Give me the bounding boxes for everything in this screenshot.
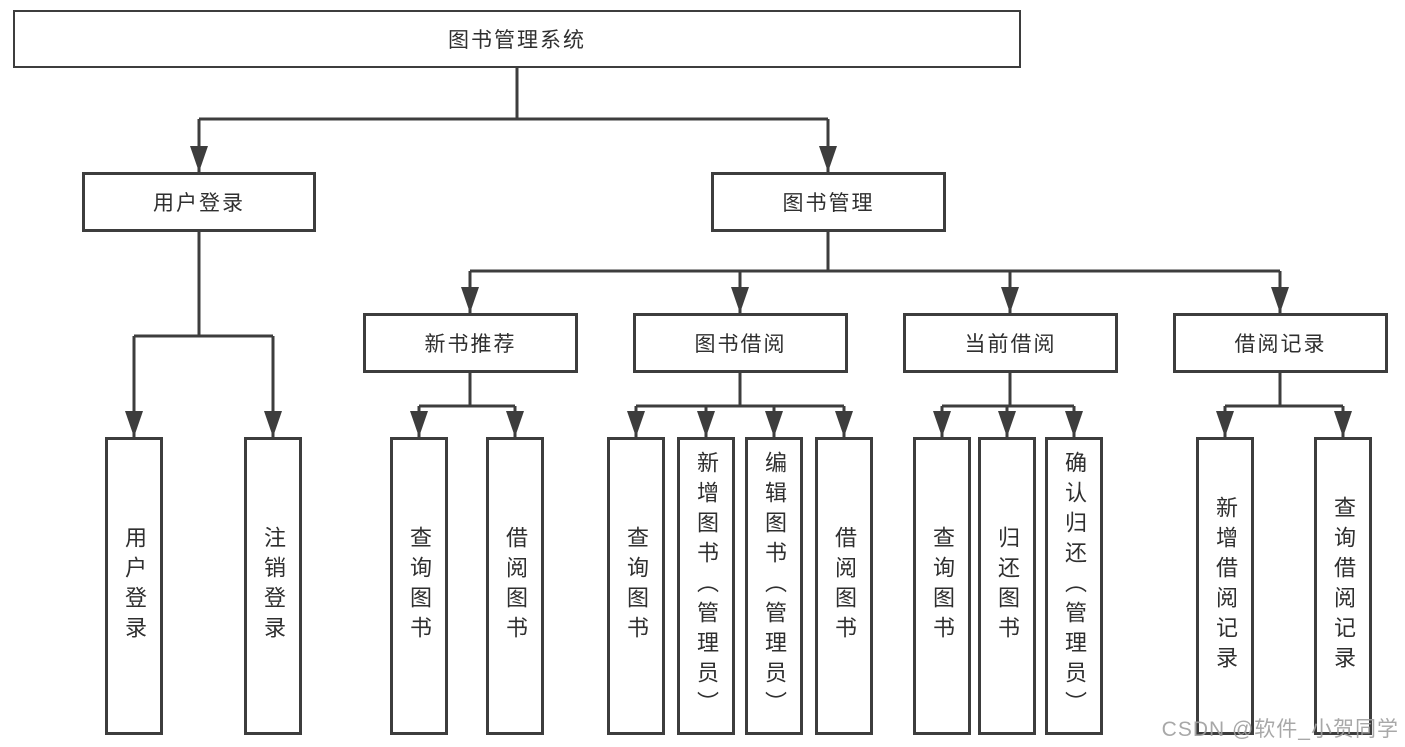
- leaf-add-book-admin: 新增图书（管理员）: [677, 437, 735, 735]
- node-user-login-label: 用户登录: [153, 192, 245, 215]
- leaf-user-login-label: 用户登录: [122, 526, 147, 646]
- node-library-system-label: 图书管理系统: [448, 29, 586, 52]
- node-book-borrow-label: 图书借阅: [694, 333, 787, 356]
- leaf-borrow-books-1-label: 借阅图书: [503, 526, 528, 646]
- leaf-borrow-books-1: 借阅图书: [486, 437, 544, 735]
- leaf-return-book: 归还图书: [978, 437, 1036, 735]
- node-borrow-records-label: 借阅记录: [1234, 333, 1327, 356]
- leaf-borrow-books-2-label: 借阅图书: [832, 526, 857, 646]
- leaf-return-book-label: 归还图书: [995, 526, 1020, 646]
- leaf-query-borrow-record-label: 查询借阅记录: [1331, 496, 1356, 676]
- node-book-management: 图书管理: [711, 172, 946, 232]
- leaf-user-login: 用户登录: [105, 437, 163, 735]
- leaf-add-book-admin-label: 新增图书（管理员）: [694, 451, 719, 721]
- leaf-query-books-3: 查询图书: [913, 437, 971, 735]
- node-book-management-label: 图书管理: [782, 192, 875, 215]
- leaf-query-books-2-label: 查询图书: [624, 526, 649, 646]
- node-library-system: 图书管理系统: [13, 10, 1021, 68]
- leaf-add-borrow-record: 新增借阅记录: [1196, 437, 1254, 735]
- leaf-logout: 注销登录: [244, 437, 302, 735]
- leaf-query-books-2: 查询图书: [607, 437, 665, 735]
- node-new-book-recommend-label: 新书推荐: [424, 333, 517, 356]
- leaf-confirm-return-admin: 确认归还（管理员）: [1045, 437, 1103, 735]
- node-current-borrow: 当前借阅: [903, 313, 1118, 373]
- leaf-query-borrow-record: 查询借阅记录: [1314, 437, 1372, 735]
- leaf-edit-book-admin: 编辑图书（管理员）: [745, 437, 803, 735]
- leaf-confirm-return-admin-label: 确认归还（管理员）: [1062, 451, 1087, 721]
- node-user-login: 用户登录: [82, 172, 316, 232]
- csdn-watermark: CSDN @软件_小贺同学: [1161, 718, 1399, 741]
- leaf-edit-book-admin-label: 编辑图书（管理员）: [762, 451, 787, 721]
- node-book-borrow: 图书借阅: [633, 313, 848, 373]
- node-borrow-records: 借阅记录: [1173, 313, 1388, 373]
- leaf-borrow-books-2: 借阅图书: [815, 437, 873, 735]
- leaf-add-borrow-record-label: 新增借阅记录: [1213, 496, 1238, 676]
- node-current-borrow-label: 当前借阅: [964, 333, 1057, 356]
- leaf-query-books-1: 查询图书: [390, 437, 448, 735]
- node-new-book-recommend: 新书推荐: [363, 313, 578, 373]
- leaf-query-books-3-label: 查询图书: [930, 526, 955, 646]
- leaf-query-books-1-label: 查询图书: [407, 526, 432, 646]
- leaf-logout-label: 注销登录: [261, 526, 286, 646]
